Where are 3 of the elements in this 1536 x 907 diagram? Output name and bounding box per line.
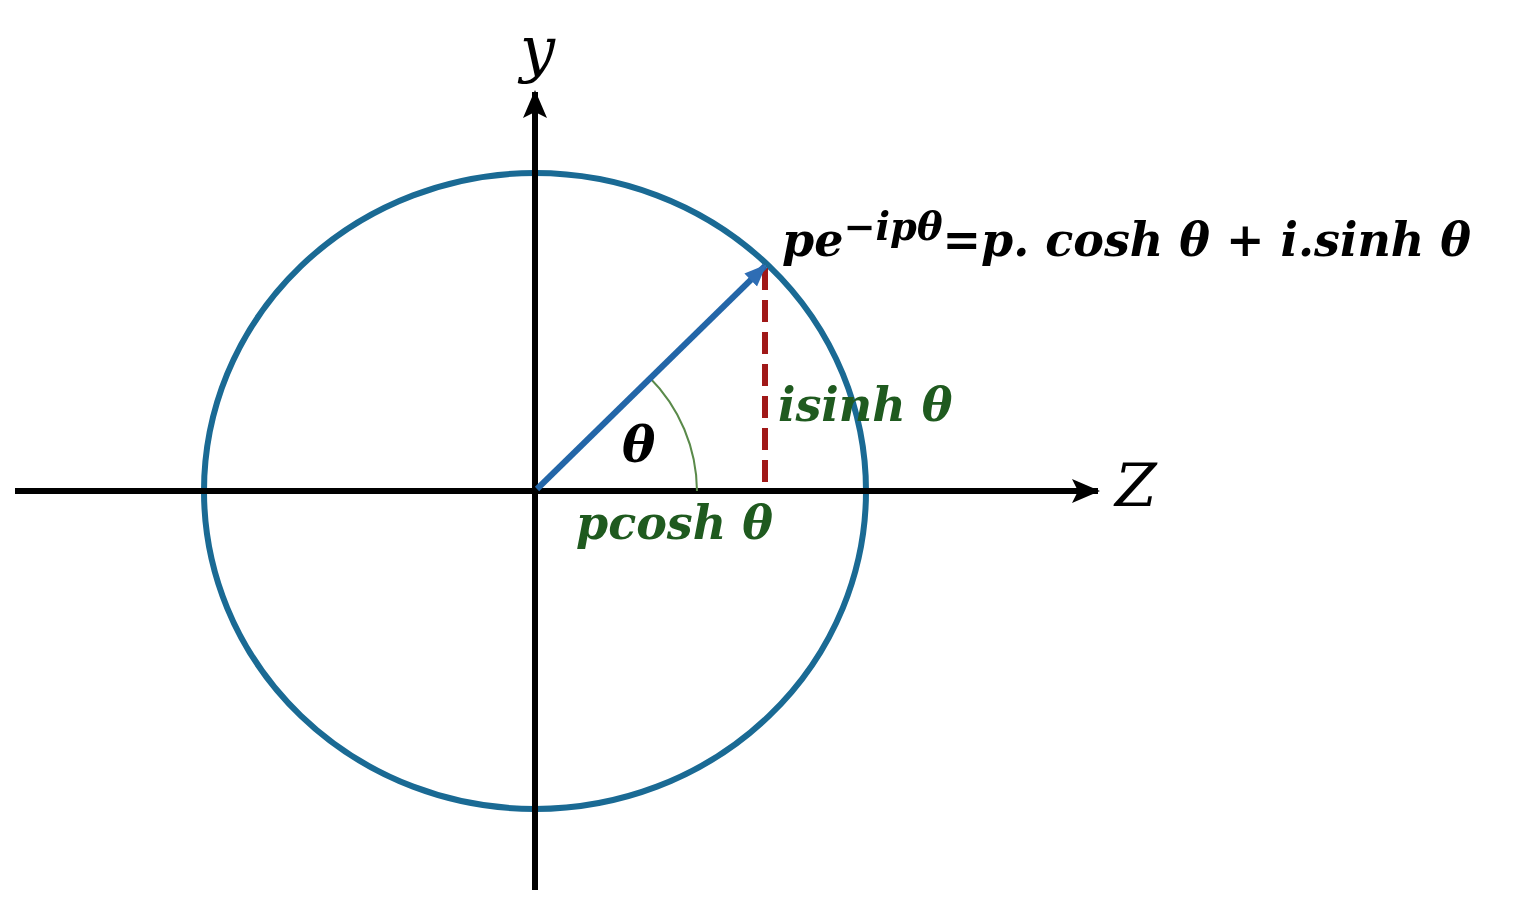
equation: pe$^{−ipθ}$=p. cosh θ + i.sinh θ (782, 208, 1471, 264)
angle-label: θ (622, 420, 656, 470)
axis-label: Z (1115, 455, 1157, 515)
